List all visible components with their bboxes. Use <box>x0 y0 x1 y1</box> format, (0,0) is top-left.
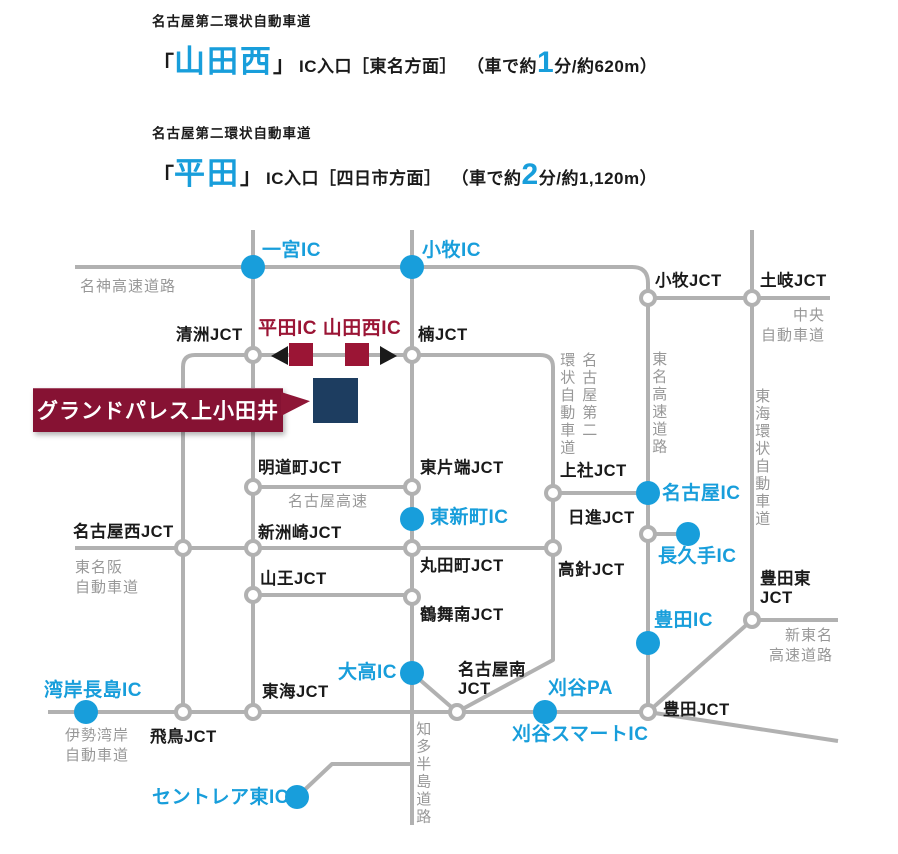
property-callout: グランドパレス上小田井 <box>33 388 283 432</box>
toyota-jct-link <box>646 618 754 714</box>
toyota-ic-node <box>636 631 660 655</box>
asuka-jct-node <box>174 703 192 721</box>
ise-wangan-expressway <box>48 710 839 743</box>
note-pre-1: （車で約 <box>467 57 538 76</box>
header-road-name-2: 名古屋第二環状自動車道 <box>152 126 312 141</box>
sanno-jct-node <box>244 586 262 604</box>
centrairhigashi-ic-node <box>285 785 309 809</box>
bracket-open-2: 「 <box>152 164 175 189</box>
kusunoki-jct-node <box>403 346 421 364</box>
kariya-pa-node <box>533 700 557 724</box>
toyota-jct-node <box>639 703 657 721</box>
centrair-link <box>295 762 412 799</box>
takabari-jct-node <box>544 539 562 557</box>
drive-time-note-1: （車で約1分/約620m） <box>467 46 657 80</box>
note-pre-2: （車で約 <box>451 169 522 188</box>
marutamachi-jct-node <box>403 539 421 557</box>
komaki-jct-node <box>639 289 657 307</box>
kamiyashiro-jct-node <box>544 484 562 502</box>
bracket-close-1: 」 <box>273 52 296 77</box>
ic-entrance-direction-1: IC入口［東名方面］ <box>299 57 458 76</box>
nagoyaminami-jct-node <box>448 703 466 721</box>
wangannagashima-ic-node <box>74 700 98 724</box>
minutes-value-2: 2 <box>521 158 539 191</box>
property-marker <box>313 378 358 423</box>
west-direction-arrow <box>271 346 288 365</box>
tsurumaiminami-jct-node <box>403 588 421 606</box>
toyotahigashi-jct-node <box>743 611 761 629</box>
minutes-value-1: 1 <box>537 46 555 79</box>
note-post-2: 分/約1,120m） <box>538 169 658 188</box>
tokai-jct-node <box>244 703 262 721</box>
odaka-ic-node <box>400 661 424 685</box>
ic-name-2: 平田 <box>174 156 241 191</box>
toki-jct-node <box>743 289 761 307</box>
east-direction-arrow <box>380 346 397 365</box>
header-road-name-1: 名古屋第二環状自動車道 <box>152 14 312 29</box>
kiyosu-jct-node <box>244 346 262 364</box>
nagoya-ic-node <box>636 481 660 505</box>
nagoya-2nd-ring-road <box>181 353 555 714</box>
yamadanishi-ic-marker <box>345 343 369 366</box>
higashishinmachi-ic-node <box>400 507 424 531</box>
bracket-open-1: 「 <box>152 52 175 77</box>
nagoyanishi-jct-node <box>174 539 192 557</box>
header-hirata: 名古屋第二環状自動車道 「平田」 IC入口［四日市方面］ （車で約2分/約1,1… <box>152 122 657 193</box>
meishin-tomei-expressway <box>75 265 650 712</box>
bracket-close-2: 」 <box>240 164 263 189</box>
ic-name-1: 山田西 <box>174 44 274 79</box>
note-post-1: 分/約620m） <box>554 57 658 76</box>
header-yamadanishi: 名古屋第二環状自動車道 「山田西」 IC入口［東名方面］ （車で約1分/約620… <box>152 10 657 81</box>
shinsunosaki-jct-node <box>244 539 262 557</box>
ichinomiya-ic-node <box>241 255 265 279</box>
hirata-ic-marker <box>289 343 313 366</box>
property-callout-label: グランドパレス上小田井 <box>37 399 279 423</box>
higashikatahata-jct-node <box>403 478 421 496</box>
nisshin-jct-node <box>639 525 657 543</box>
ic-entrance-direction-2: IC入口［四日市方面］ <box>266 169 442 188</box>
drive-time-note-2: （車で約2分/約1,120m） <box>452 158 658 192</box>
komaki-ic-node <box>400 255 424 279</box>
nagakute-ic-node <box>676 522 700 546</box>
meidocho-jct-node <box>244 478 262 496</box>
